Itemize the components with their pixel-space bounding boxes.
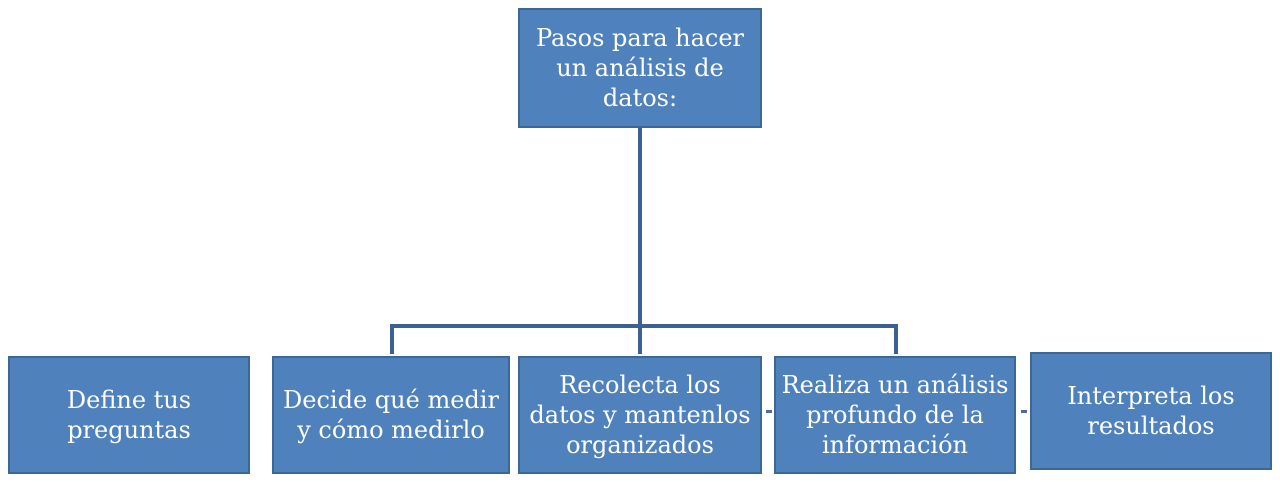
root-node-label: Pasos para hacer un análisis de datos:: [535, 24, 745, 112]
branch-drop-step-3: [638, 324, 642, 354]
step-node-decide-measure: Decide qué medir y cómo medirlo: [272, 356, 510, 474]
step-node-interpret-results: Interpreta los resultados: [1030, 352, 1272, 470]
step-node-define-questions: Define tus preguntas: [8, 356, 250, 474]
step-node-deep-analysis: Realiza un análisis profundo de la infor…: [774, 356, 1016, 474]
branch-drop-step-4: [894, 324, 898, 354]
step-node-label: Decide qué medir y cómo medirlo: [283, 386, 499, 444]
step-node-collect-data: Recolecta los datos y mantenlos organiza…: [518, 356, 762, 474]
separator-dash: [766, 410, 772, 413]
branch-connector-horizontal: [390, 324, 898, 328]
separator-dash: [1021, 410, 1027, 413]
step-node-label: Define tus preguntas: [66, 386, 192, 444]
branch-drop-step-2: [390, 324, 394, 354]
step-node-label: Recolecta los datos y mantenlos organiza…: [529, 371, 751, 459]
step-node-label: Realiza un análisis profundo de la infor…: [781, 371, 1009, 459]
root-connector-vertical: [638, 126, 642, 328]
step-node-label: Interpreta los resultados: [1067, 382, 1235, 440]
root-node: Pasos para hacer un análisis de datos:: [518, 8, 762, 128]
